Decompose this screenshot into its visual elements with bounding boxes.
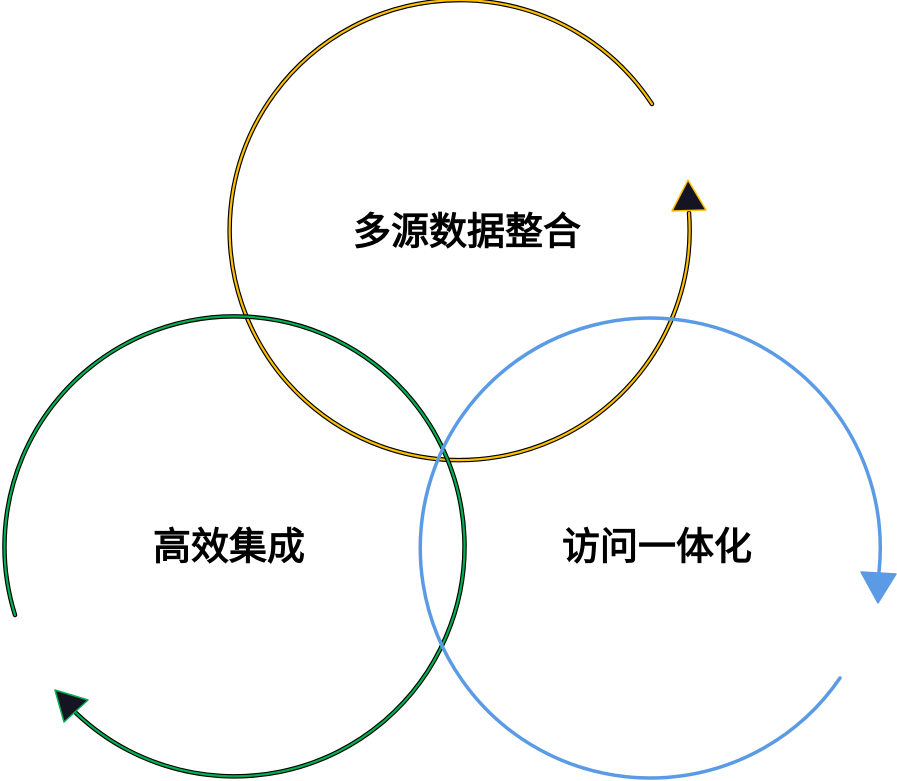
cycle-right: 访问一体化 xyxy=(418,316,897,780)
cycle-right-label: 访问一体化 xyxy=(562,525,752,569)
cycle-left-arrowhead xyxy=(54,689,89,723)
cycle-left-label: 高效集成 xyxy=(153,525,305,569)
cycle-top-label: 多源数据整合 xyxy=(353,210,581,254)
cycle-top-arrowhead xyxy=(671,179,707,212)
cycle-left: 高效集成 xyxy=(2,314,467,779)
cycle-top-arc xyxy=(228,0,691,462)
cycle-top: 多源数据整合 xyxy=(227,0,707,463)
cycle-right-arrowhead xyxy=(860,571,897,604)
cycle-left-arc xyxy=(3,315,466,778)
cycle-right-arc xyxy=(419,316,882,780)
